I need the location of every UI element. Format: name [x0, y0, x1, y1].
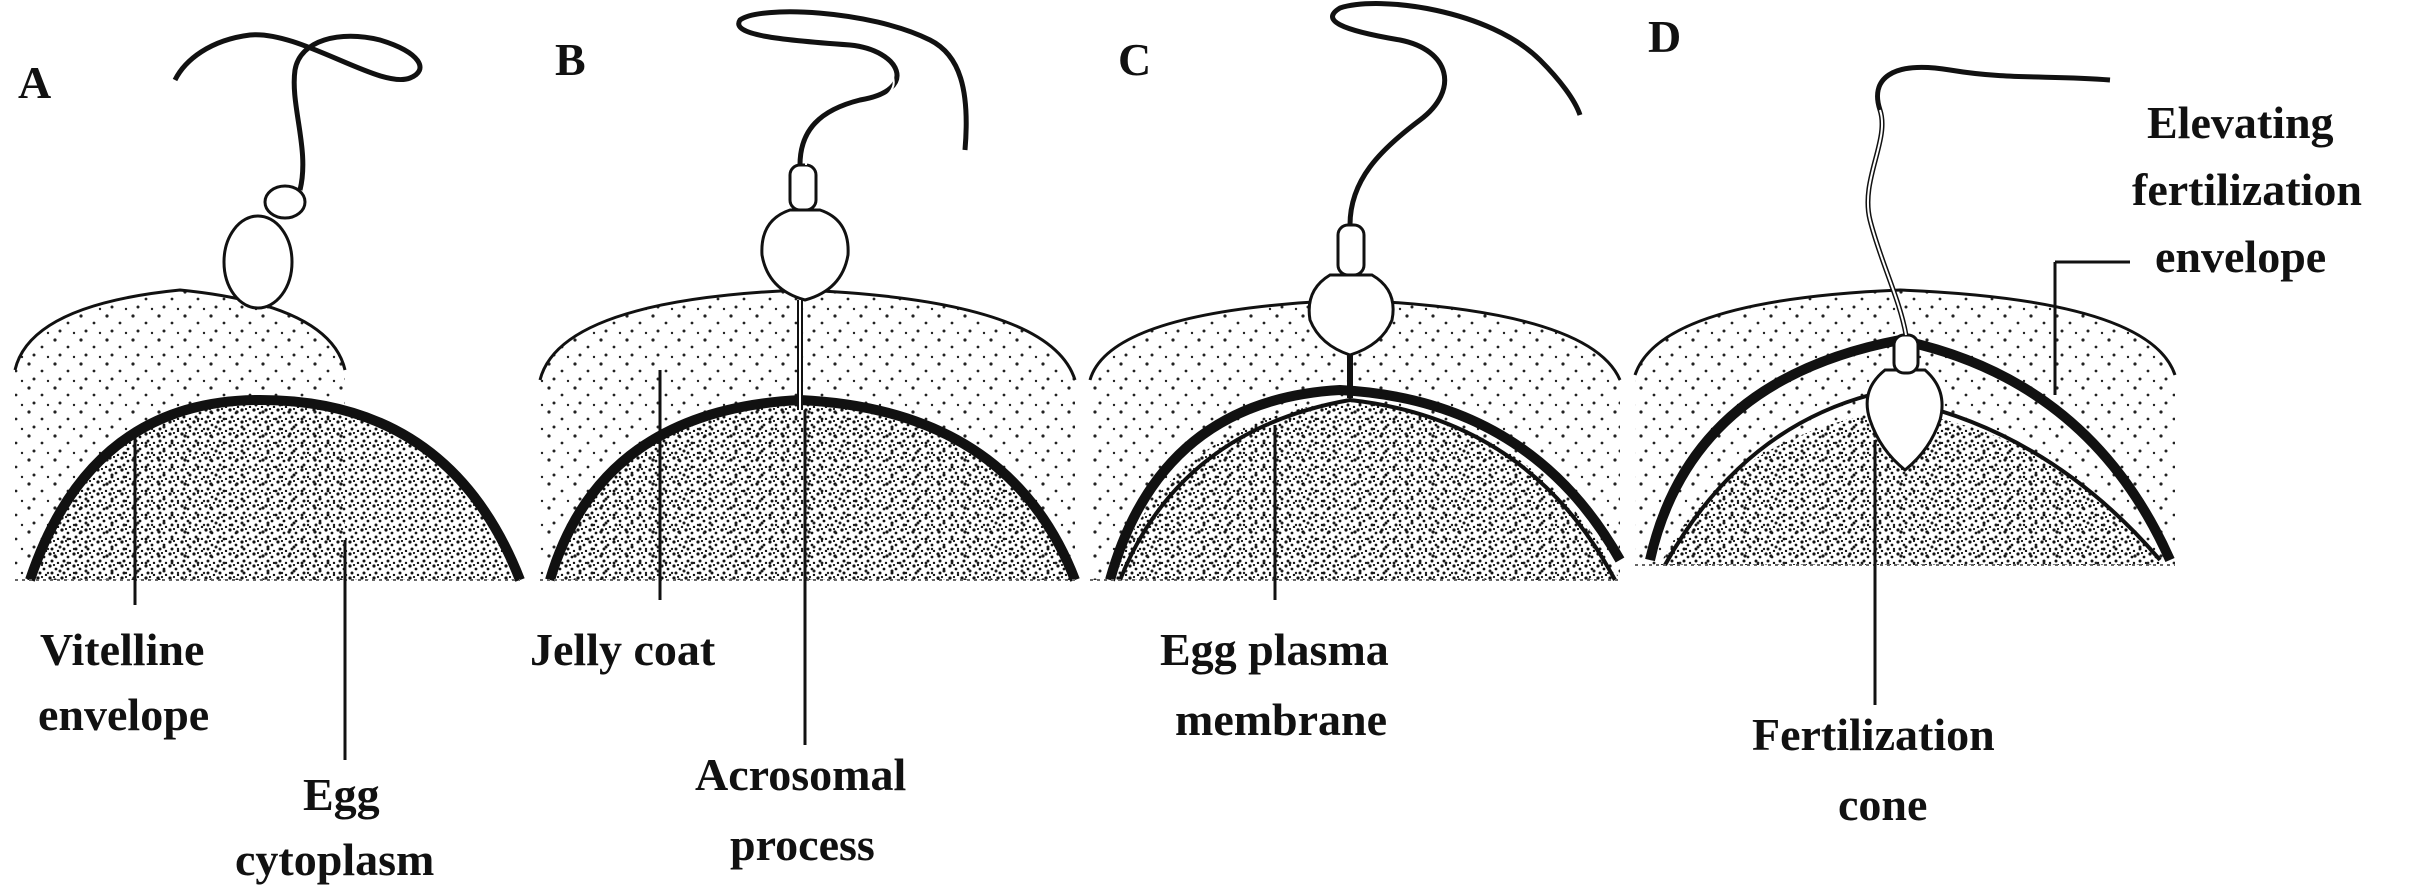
label-acrosomal-1: Acrosomal — [695, 749, 906, 800]
sperm-tail-inner — [806, 51, 894, 165]
panel-a: A Vitelline envelope Egg cytoplasm — [15, 35, 520, 885]
label-jelly-coat: Jelly coat — [530, 624, 716, 675]
panel-letter-c: C — [1118, 34, 1151, 85]
label-vitelline-1: Vitelline — [40, 624, 204, 675]
label-cytoplasm-1: Egg — [303, 769, 380, 820]
panel-letter-a: A — [18, 57, 51, 108]
label-vitelline-2: envelope — [38, 689, 209, 740]
label-fertilization-cone-2: cone — [1838, 779, 1927, 830]
label-envelope-3: envelope — [2155, 231, 2326, 282]
panel-b: B Jelly coat Acrosomal process — [530, 12, 1075, 870]
sperm-acrosome — [265, 186, 305, 218]
label-acrosomal-2: process — [730, 819, 875, 870]
panel-c: C Egg plasma membrane — [1090, 4, 1620, 745]
label-plasma-membrane-2: membrane — [1175, 694, 1387, 745]
panel-letter-b: B — [555, 34, 586, 85]
label-fertilization-cone-1: Fertilization — [1752, 709, 1995, 760]
sperm-head — [224, 216, 292, 308]
sperm-midpiece — [1338, 225, 1364, 275]
sperm-midpiece — [1894, 335, 1918, 373]
label-envelope-1: Elevating — [2147, 97, 2334, 148]
label-plasma-membrane-1: Egg plasma — [1160, 624, 1389, 675]
sperm-tail — [1333, 4, 1581, 225]
sperm-midpiece — [790, 165, 816, 210]
sperm-tail — [739, 12, 967, 165]
label-cytoplasm-2: cytoplasm — [235, 834, 434, 885]
panel-letter-d: D — [1648, 11, 1681, 62]
sperm — [175, 35, 420, 308]
sperm-head — [762, 210, 848, 300]
sperm-tail — [175, 35, 420, 190]
panel-d: D Fertilization cone Elevating fertiliza… — [1635, 11, 2362, 830]
label-envelope-2: fertilization — [2132, 164, 2362, 215]
